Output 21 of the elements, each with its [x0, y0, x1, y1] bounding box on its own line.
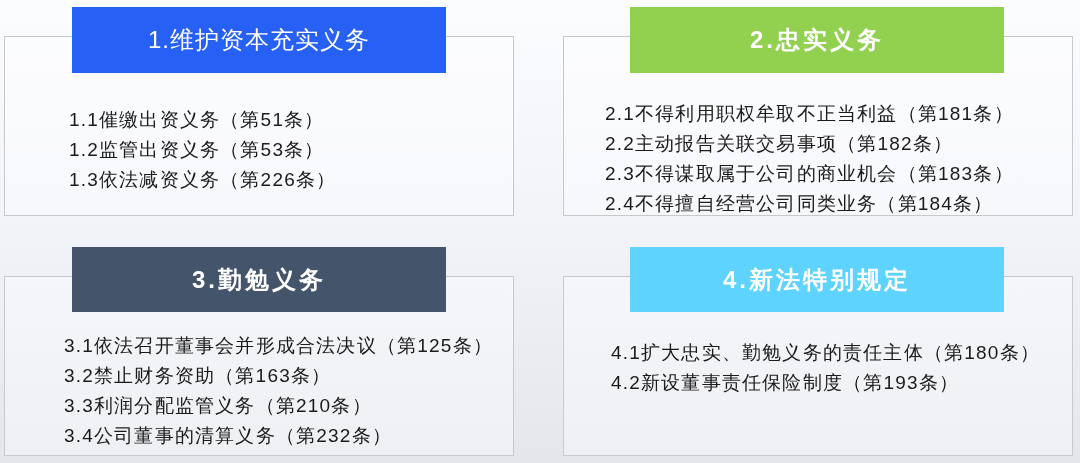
section-title: 3.勤勉义务 [192, 264, 326, 295]
section-title: 4.新法特别规定 [723, 264, 911, 295]
list-item: 4.1扩大忠实、勤勉义务的责任主体（第180条） [611, 341, 1040, 365]
section-title: 2.忠实义务 [750, 25, 884, 55]
list-item: 2.4不得擅自经营公司同类业务（第184条） [605, 192, 994, 216]
list-item: 1.1催缴出资义务（第51条） [69, 108, 325, 132]
section-banner [630, 247, 1004, 312]
list-item: 2.3不得谋取属于公司的商业机会（第183条） [605, 162, 1014, 186]
list-item: 1.3依法减资义务（第226条） [69, 168, 337, 192]
section-banner [630, 7, 1004, 73]
list-item: 3.1依法召开董事会并形成合法决议（第125条） [64, 334, 493, 358]
section-banner [72, 247, 446, 312]
list-item: 1.2监管出资义务（第53条） [69, 138, 325, 162]
list-item: 2.2主动报告关联交易事项（第182条） [605, 132, 954, 156]
list-item: 3.3利润分配监管义务（第210条） [64, 394, 372, 418]
list-item: 2.1不得利用职权牟取不正当利益（第181条） [605, 102, 1014, 126]
list-item: 3.2禁止财务资助（第163条） [64, 364, 332, 388]
section-title: 1.维护资本充实义务 [148, 25, 370, 55]
list-item: 4.2新设董事责任保险制度（第193条） [611, 371, 960, 395]
list-item: 3.4公司董事的清算义务（第232条） [64, 424, 392, 448]
section-banner [72, 7, 446, 73]
